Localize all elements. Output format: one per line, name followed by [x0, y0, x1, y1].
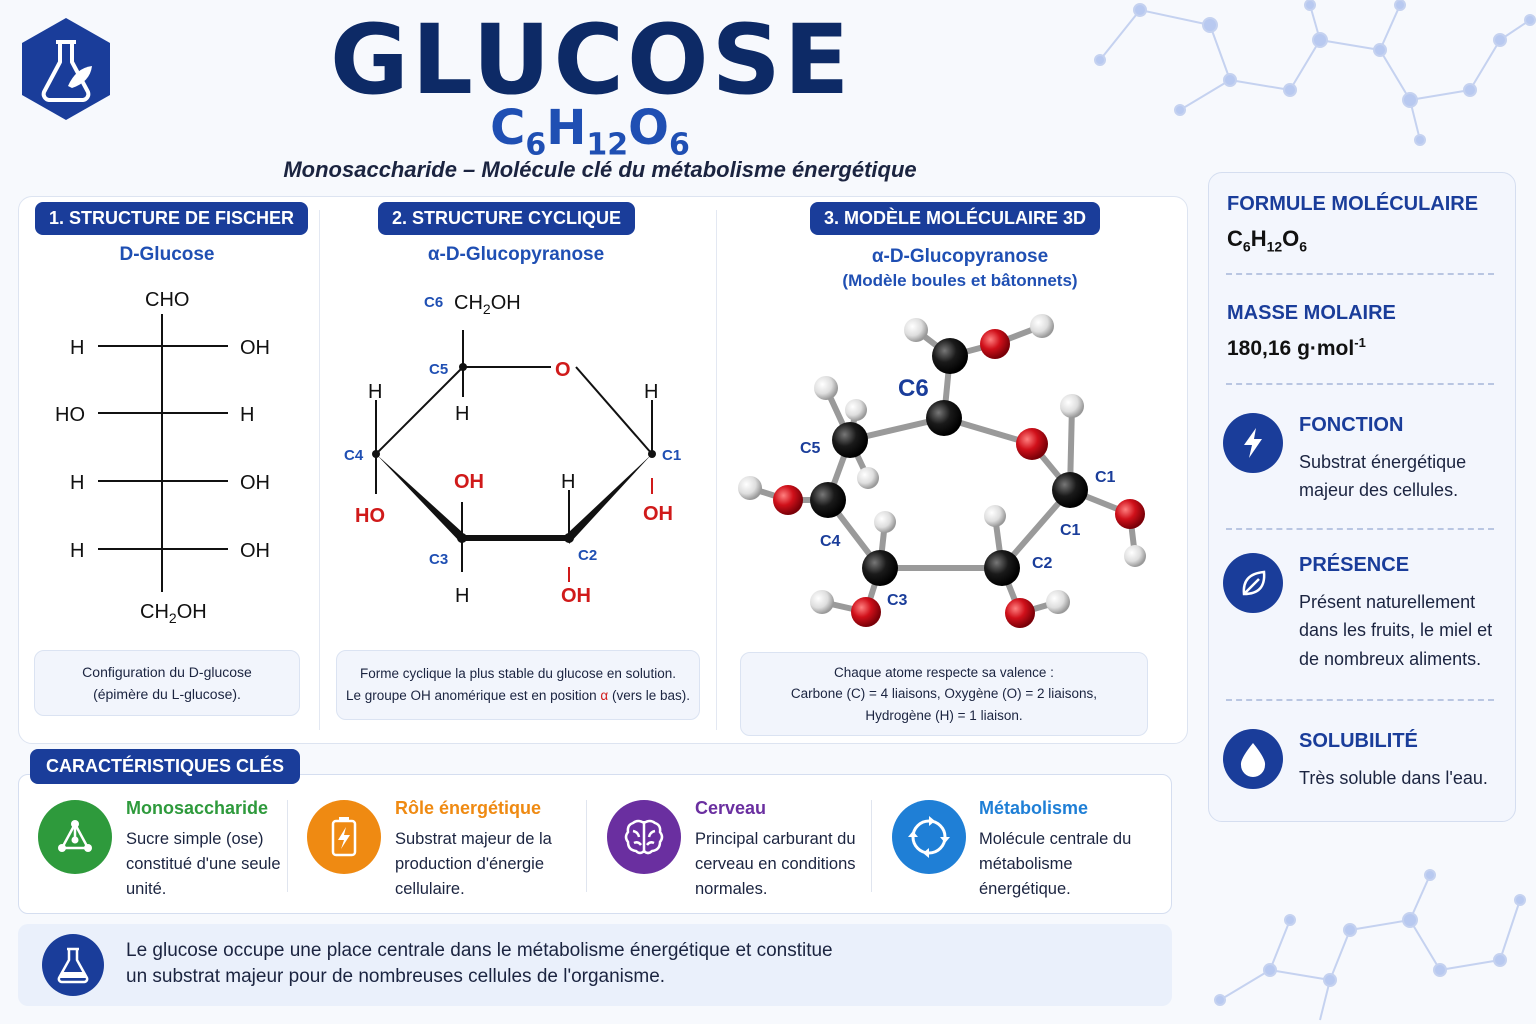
section3-pill: 3. MODÈLE MOLÉCULAIRE 3D — [810, 202, 1101, 235]
mass-heading: MASSE MOLAIRE — [1227, 302, 1396, 324]
section1-pill: 1. STRUCTURE DE FISCHER — [35, 202, 309, 235]
presence-heading: PRÉSENCE — [1299, 554, 1410, 576]
water-drop-icon — [1223, 729, 1283, 789]
background-network-top-right — [1094, 0, 1536, 146]
fischer-left-3: H — [70, 472, 84, 494]
haworth-label-c2: C2 — [578, 547, 597, 564]
model-label-c1-top: C1 — [1095, 469, 1116, 486]
fischer-top-group: CHO — [145, 289, 189, 311]
sidebar-divider — [1226, 528, 1494, 530]
page-subtitle: Monosaccharide – Molécule clé du métabol… — [283, 157, 917, 182]
fischer-left-1: H — [70, 337, 84, 359]
key-features-pill: CARACTÉRISTIQUES CLÉS — [30, 749, 301, 784]
presence-text: Présent naturellement dans les fruits, l… — [1299, 592, 1493, 669]
feature-text: Principal carburant du cerveau en condit… — [695, 830, 856, 898]
section2-subtitle: α-D-Glucopyranose — [427, 244, 605, 265]
feature-title: Cerveau — [695, 798, 767, 818]
fischer-right-4: OH — [240, 540, 270, 562]
model-label-c3: C3 — [887, 592, 908, 609]
leaf-icon — [1223, 553, 1283, 613]
fischer-left-2: HO — [55, 404, 85, 426]
haworth-label-c3: C3 — [429, 551, 448, 568]
feature-divider — [871, 800, 872, 892]
logo-flask-leaf-icon — [22, 18, 110, 120]
solubility-heading: SOLUBILITÉ — [1299, 730, 1418, 752]
haworth-h-c2: H — [561, 471, 575, 493]
fischer-right-3: OH — [240, 472, 270, 494]
ball-and-stick-model: C6 C5 C4 C3 C2 C1 C1 — [738, 314, 1146, 628]
haworth-h-c4: H — [368, 381, 382, 403]
haworth-h-c5: H — [455, 403, 469, 425]
feature-text: Molécule centrale du métabolisme énergét… — [979, 830, 1132, 898]
properties-sidebar — [1208, 172, 1516, 822]
feature-text: Sucre simple (ose) constitué d'une seule… — [126, 830, 281, 898]
function-text: Substrat énergétique majeur des cellules… — [1299, 452, 1467, 501]
section2-note: Forme cyclique la plus stable du glucose… — [336, 650, 700, 720]
solubility-text: Très soluble dans l'eau. — [1299, 768, 1488, 788]
summary-banner — [18, 924, 1172, 1006]
section2-pill: 2. STRUCTURE CYCLIQUE — [378, 202, 636, 235]
feature-text: Substrat majeur de la production d'énerg… — [395, 830, 552, 898]
haworth-oh-c2: OH — [561, 585, 591, 607]
model-label-c2: C2 — [1032, 555, 1053, 572]
feature-divider — [287, 800, 288, 892]
fischer-bottom-group: CH2OH — [140, 601, 207, 626]
feature-divider — [586, 800, 587, 892]
haworth-oh-c1: OH — [643, 503, 673, 525]
haworth-ho-c4: HO — [355, 505, 385, 527]
molecule-icon — [38, 800, 112, 874]
haworth-label-c6: C6 — [424, 294, 443, 311]
haworth-h-c1: H — [644, 381, 658, 403]
fischer-projection: CHO H OH HO H H OH H OH CH2OH — [55, 289, 270, 626]
haworth-ring-oxygen: O — [555, 359, 571, 381]
feature-title: Métabolisme — [979, 798, 1089, 818]
section1-note: Configuration du D-glucose (épimère du L… — [34, 650, 300, 716]
fischer-right-1: OH — [240, 337, 270, 359]
section3-subtitle: α-D-Glucopyranose (Modèle boules et bâto… — [842, 246, 1078, 290]
mass-value: 180,16 g·mol-1 — [1227, 335, 1366, 360]
haworth-ch2oh: CH2OH — [454, 292, 521, 317]
haworth-oh-c3: OH — [454, 471, 484, 493]
fischer-right-2: H — [240, 404, 254, 426]
fischer-left-4: H — [70, 540, 84, 562]
page-title: GLUCOSE — [330, 4, 853, 116]
haworth-label-c4: C4 — [344, 447, 364, 464]
model-label-c4: C4 — [820, 533, 841, 550]
summary-text: Le glucose occupe une place centrale dan… — [126, 940, 833, 987]
model-label-c6: C6 — [898, 375, 929, 402]
section1-subtitle: D-Glucose — [119, 244, 215, 265]
cycle-icon — [892, 800, 966, 874]
section3-note: Chaque atome respecte sa valence : Carbo… — [740, 652, 1148, 736]
haworth-label-c5: C5 — [429, 361, 448, 378]
model-label-c1-bottom: C1 — [1060, 522, 1081, 539]
model-label-c5: C5 — [800, 440, 821, 457]
background-network-bottom-right — [1214, 869, 1526, 1021]
lightning-icon — [1223, 413, 1283, 473]
panel-divider — [319, 210, 320, 730]
formula-heading: FORMULE MOLÉCULAIRE — [1227, 193, 1479, 215]
sidebar-divider — [1226, 699, 1494, 701]
panel-divider — [716, 210, 717, 730]
flask-icon — [42, 934, 104, 996]
formula-value: C6H12O6 — [1227, 226, 1308, 255]
sidebar-divider — [1226, 273, 1494, 275]
brain-icon — [607, 800, 681, 874]
key-features-box — [18, 774, 1172, 914]
battery-icon — [307, 800, 381, 874]
haworth-h-c3: H — [455, 585, 469, 607]
header-formula: C6H12O6 — [490, 100, 690, 163]
haworth-projection: CH2OH H H H H H O OH HO OH OH C6 C5 C4 C… — [344, 292, 681, 607]
feature-title: Rôle énergétique — [395, 798, 542, 818]
feature-title: Monosaccharide — [126, 798, 269, 818]
haworth-label-c1: C1 — [662, 447, 681, 464]
sidebar-divider — [1226, 383, 1494, 385]
function-heading: FONCTION — [1299, 414, 1404, 436]
